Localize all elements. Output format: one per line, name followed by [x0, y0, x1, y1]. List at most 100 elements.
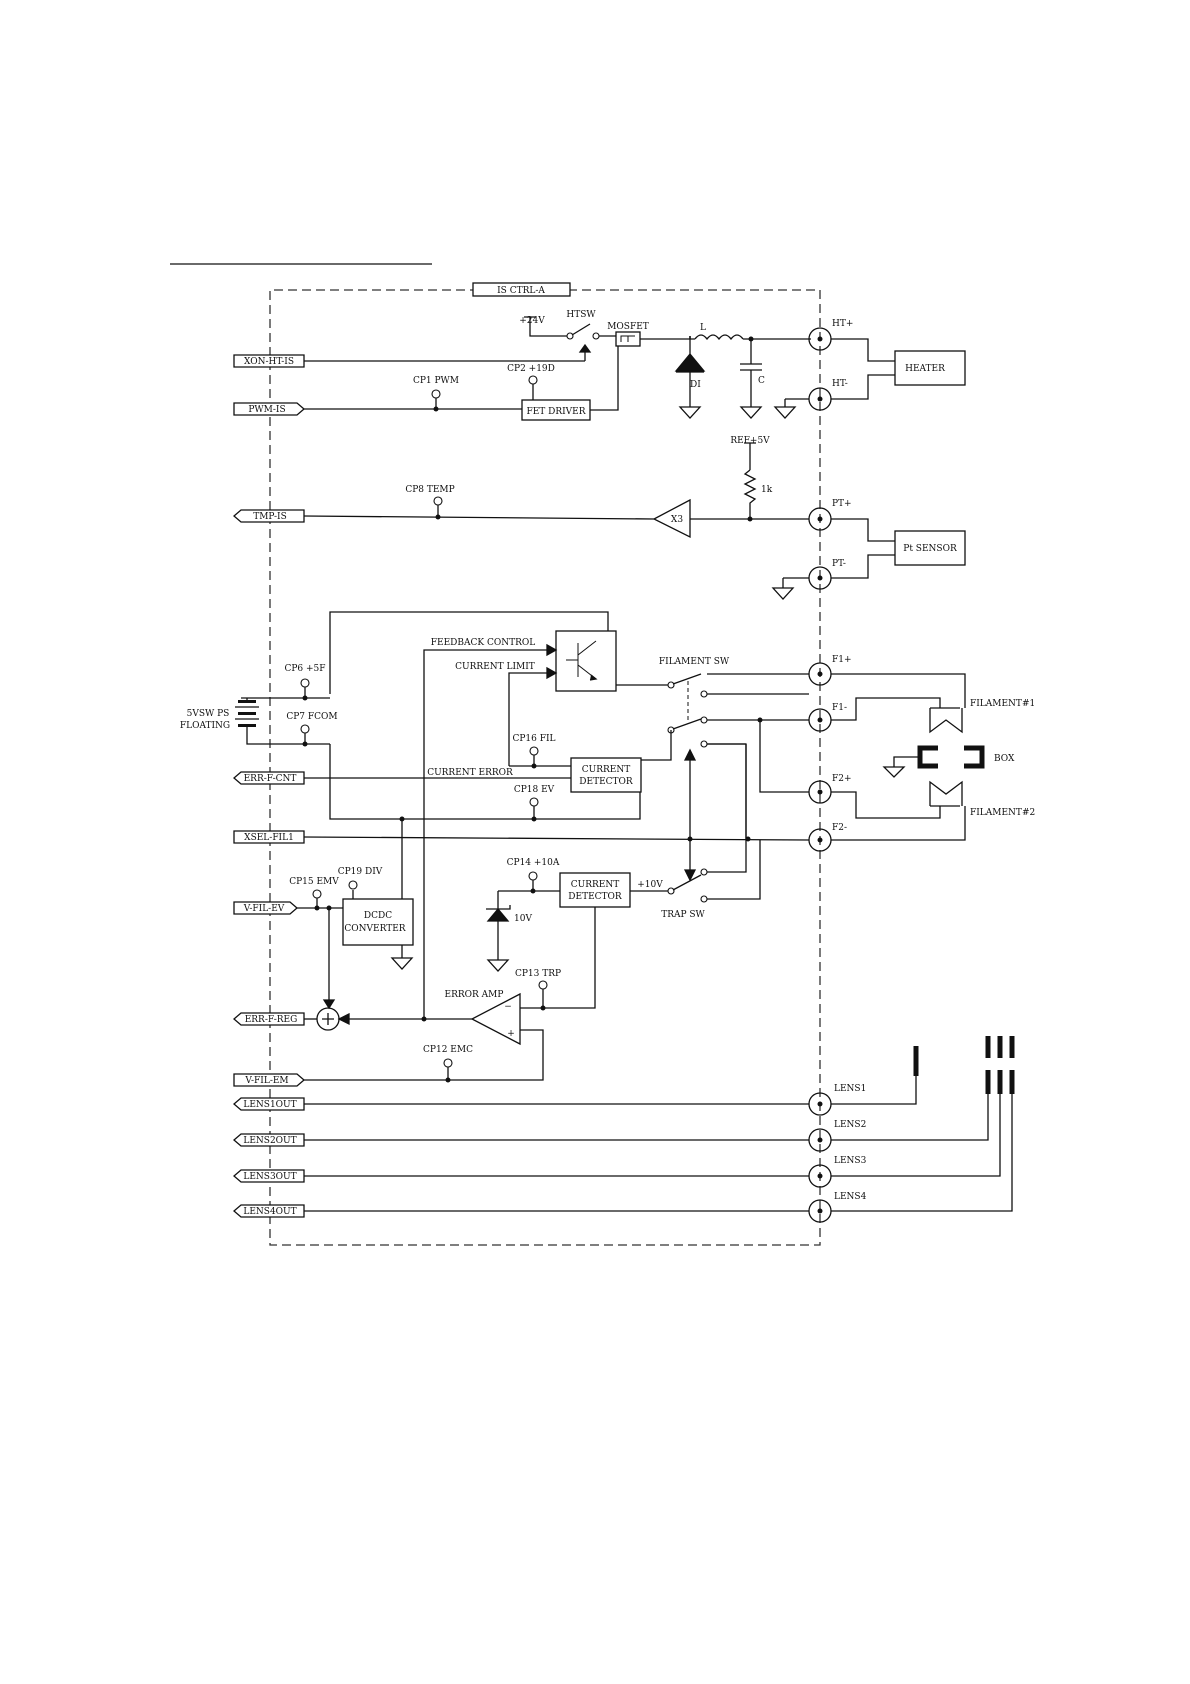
- signal-err-f-reg-label: ERR-F-REG: [245, 1015, 298, 1025]
- lens2-label: LENS2: [834, 1120, 866, 1130]
- connector-lens2: LENS2: [808, 1120, 866, 1152]
- di-label: DI: [690, 380, 701, 390]
- connector-ht-plus: HT+: [808, 319, 853, 351]
- signal-xon-ht-is: XON-HT-IS: [233, 354, 305, 368]
- ht-plus-label: HT+: [832, 319, 853, 329]
- dcdc-line1: DCDC: [364, 911, 392, 921]
- cp18-label: CP18 EV: [514, 785, 555, 795]
- one-k-label: 1k: [761, 485, 773, 495]
- connector-f1-plus: F1+: [808, 655, 852, 686]
- plus10v-label: +10V: [637, 880, 663, 890]
- trap-section: CURRENT DETECTOR +10V TRAP SW CP14 +10A …: [486, 858, 708, 1009]
- signal-v-fil-ev-label: V-FIL-EV: [243, 904, 285, 914]
- current-limit-label: CURRENT LIMIT: [455, 662, 535, 672]
- signal-lens3out-label: LENS3OUT: [243, 1172, 296, 1182]
- signal-pwm-is-label: PWM-IS: [248, 405, 285, 415]
- signal-err-f-cnt: ERR-F-CNT: [233, 771, 305, 785]
- connector-lens3: LENS3: [808, 1156, 867, 1188]
- lens-section: LENS1 LENS2 LENS3 LENS4: [304, 1036, 1015, 1223]
- signal-tmp-is-label: TMP-IS: [253, 512, 287, 522]
- connector-ht-minus: HT-: [808, 379, 848, 411]
- pt-sensor-box: [894, 530, 966, 566]
- filament-section: FEEDBACK CONTROL CURRENT LIMIT FILAMENT …: [180, 611, 809, 1019]
- connector-lens4: LENS4: [808, 1192, 867, 1223]
- fet-driver-label: FET DRIVER: [526, 407, 585, 417]
- c-label: C: [758, 376, 765, 386]
- signal-v-fil-em: V-FIL-EM: [233, 1073, 305, 1087]
- cp1-label: CP1 PWM: [413, 376, 459, 386]
- dcdc-section: CP15 EMV DCDC CONVERTER CP19 DIV: [289, 819, 414, 1000]
- cp15-label: CP15 EMV: [289, 877, 339, 887]
- heater-label: HEATER: [905, 364, 945, 374]
- cp13-label: CP13 TRP: [515, 969, 561, 979]
- current-detector-1-box: [570, 757, 642, 793]
- plus24v-label: +24V: [519, 316, 545, 326]
- error-amp-section: − + ERROR AMP CP13 TRP CP12 EMC: [304, 969, 561, 1083]
- connector-f2-minus: F2-: [808, 823, 847, 852]
- supply-label-2: FLOATING: [180, 721, 230, 731]
- signal-lens2out: LENS2OUT: [233, 1133, 305, 1147]
- connector-f1-minus: F1-: [808, 703, 847, 732]
- connector-pt-plus: PT+: [808, 499, 852, 531]
- l-label: L: [700, 323, 706, 333]
- cp2-label: CP2 +19D: [507, 364, 555, 374]
- cp14-label: CP14 +10A: [507, 858, 560, 868]
- filament-sw-label: FILAMENT SW: [659, 657, 730, 667]
- cp16-label: CP16 FIL: [512, 734, 555, 744]
- feedback-control-label: FEEDBACK CONTROL: [431, 638, 535, 648]
- mosfet-label: MOSFET: [607, 322, 649, 332]
- signal-lens1out: LENS1OUT: [233, 1097, 305, 1111]
- signal-xsel-fil1: XSEL-FIL1: [233, 830, 305, 844]
- current-detector-2-line1: CURRENT: [571, 880, 619, 890]
- lens1-label: LENS1: [834, 1084, 866, 1094]
- filament2-label: FILAMENT#2: [970, 808, 1035, 818]
- cp19-label: CP19 DIV: [338, 867, 383, 877]
- z10v-label: 10V: [514, 914, 532, 924]
- trap-sw-label: TRAP SW: [661, 910, 705, 920]
- signal-tags: XON-HT-IS PWM-IS TMP-IS ERR-F-CNT XSEL-F…: [233, 354, 305, 1218]
- ht-minus-label: HT-: [832, 379, 848, 389]
- x3-label: X3: [671, 515, 683, 525]
- signal-err-f-cnt-label: ERR-F-CNT: [244, 774, 297, 784]
- signal-pwm-is: PWM-IS: [233, 402, 305, 416]
- connector-pt-minus: PT-: [808, 559, 846, 590]
- heater-box: [894, 350, 966, 386]
- dcdc-line2: CONVERTER: [344, 924, 405, 934]
- cp8-label: CP8 TEMP: [405, 485, 454, 495]
- signal-v-fil-ev: V-FIL-EV: [233, 901, 298, 915]
- board-outline: [269, 289, 821, 1246]
- cp12-label: CP12 EMC: [423, 1045, 473, 1055]
- signal-lens4out: LENS4OUT: [233, 1204, 305, 1218]
- current-error-label: CURRENT ERROR: [427, 768, 513, 778]
- current-detector-2-box: [559, 872, 631, 908]
- pt-sensor-label: Pt SENSOR: [903, 544, 957, 554]
- heater-section: +24V HTSW MOSFET CP1 PWM FET DRIVER CP2 …: [304, 310, 811, 421]
- f1-minus-label: F1-: [832, 703, 847, 713]
- signal-lens3out: LENS3OUT: [233, 1169, 305, 1183]
- connector-f2-plus: F2+: [808, 774, 852, 804]
- cp7-label: CP7 FCOM: [286, 712, 337, 722]
- lens3-label: LENS3: [834, 1156, 867, 1166]
- board-label: IS CTRL-A: [497, 286, 545, 296]
- current-detector-1-line2: DETECTOR: [579, 777, 633, 787]
- cp6-label: CP6 +5F: [284, 664, 325, 674]
- signal-xsel-fil1-label: XSEL-FIL1: [244, 833, 294, 843]
- filament-assembly: FILAMENT#1 FILAMENT#2 BOX: [831, 673, 1035, 841]
- lens4-label: LENS4: [834, 1192, 867, 1202]
- ref5v-label: REF+5V: [730, 436, 770, 446]
- error-amp-label: ERROR AMP: [445, 990, 504, 1000]
- pt-minus-label: PT-: [832, 559, 846, 569]
- current-detector-2-line2: DETECTOR: [568, 892, 622, 902]
- box-label: BOX: [994, 754, 1015, 764]
- supply-label-1: 5VSW PS: [187, 709, 230, 719]
- f2-minus-label: F2-: [832, 823, 847, 833]
- connector-lens1: LENS1: [808, 1084, 866, 1116]
- temperature-section: REF+5V 1k X3 CP8 TEMP: [303, 436, 809, 539]
- signal-lens2out-label: LENS2OUT: [243, 1136, 296, 1146]
- opamp-minus-label: −: [504, 1002, 512, 1012]
- signal-lens1out-label: LENS1OUT: [243, 1100, 296, 1110]
- htsw-label: HTSW: [566, 310, 596, 320]
- signal-err-f-reg: ERR-F-REG: [233, 1012, 305, 1026]
- signal-lens4out-label: LENS4OUT: [243, 1207, 296, 1217]
